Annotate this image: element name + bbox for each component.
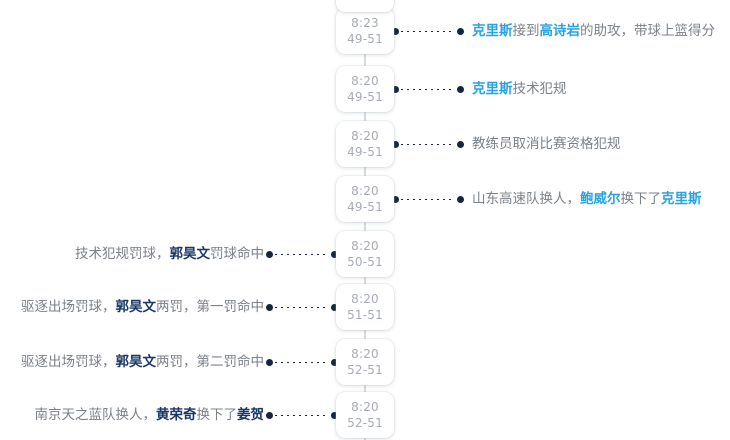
event-text: 两罚，第二罚命中 — [156, 354, 264, 370]
connector-dot-icon — [392, 86, 399, 93]
event-score: 49-51 — [347, 200, 383, 214]
connector-dot-icon — [457, 141, 464, 148]
connector-dot-icon — [457, 196, 464, 203]
event-text: 的助攻，带球上篮得分 — [580, 23, 715, 39]
connector-dotted-line — [401, 31, 455, 32]
event-text: 山东高速队换人， — [472, 191, 580, 207]
connector-dotted-line — [401, 199, 455, 200]
event-score: 52-51 — [347, 416, 383, 430]
event-text: 技术犯规罚球， — [75, 246, 170, 262]
event-score: 49-51 — [347, 145, 383, 159]
event-text: 驱逐出场罚球， — [21, 354, 116, 370]
event-score: 51-51 — [347, 308, 383, 322]
connector-dotted-line — [401, 144, 455, 145]
timeline-badge: 8:20 49-51 — [336, 66, 394, 112]
event-text: 罚球命中 — [210, 246, 264, 262]
event-score: 49-51 — [347, 32, 383, 46]
event-connector — [392, 27, 464, 36]
connector-dot-icon — [392, 141, 399, 148]
event-text: 换下了 — [196, 407, 238, 423]
connector-dot-icon — [457, 28, 464, 35]
timeline-badge: 8:20 52-51 — [336, 392, 394, 438]
player-name-link[interactable]: 克里斯 — [472, 81, 513, 97]
event-connector — [266, 250, 338, 259]
event-description: 驱逐出场罚球，郭昊文两罚，第二罚命中 — [21, 352, 264, 372]
connector-dot-icon — [266, 251, 273, 258]
event-description: 教练员取消比赛资格犯规 — [472, 134, 621, 154]
player-name-link[interactable]: 高诗岩 — [539, 23, 581, 39]
timeline-badge: 8:23 49-51 — [336, 8, 394, 54]
event-text: 换下了 — [620, 191, 662, 207]
connector-dot-icon — [392, 28, 399, 35]
connector-dot-icon — [331, 359, 338, 366]
event-clock: 8:20 — [351, 347, 379, 361]
event-connector — [266, 303, 338, 312]
player-name-link[interactable]: 姜贺 — [237, 407, 264, 423]
player-name-link[interactable]: 黄荣奇 — [156, 407, 197, 423]
timeline-badge: 8:20 50-51 — [336, 231, 394, 277]
player-name-link[interactable]: 郭昊文 — [169, 246, 211, 262]
event-score: 52-51 — [347, 363, 383, 377]
timeline-badge-partial-above — [336, 0, 394, 12]
event-connector — [266, 411, 338, 420]
player-name-link[interactable]: 克里斯 — [661, 191, 702, 207]
connector-dot-icon — [331, 251, 338, 258]
event-description: 南京天之蓝队换人，黄荣奇换下了姜贺 — [35, 405, 265, 425]
event-score: 50-51 — [347, 255, 383, 269]
event-clock: 8:20 — [351, 239, 379, 253]
event-text: 教练员取消比赛资格犯规 — [472, 136, 621, 152]
timeline-badge: 8:20 49-51 — [336, 176, 394, 222]
event-connector — [392, 140, 464, 149]
event-text: 技术犯规 — [512, 81, 567, 97]
connector-dot-icon — [392, 196, 399, 203]
connector-dot-icon — [457, 86, 464, 93]
connector-dotted-line — [401, 89, 455, 90]
timeline-badge: 8:20 51-51 — [336, 284, 394, 330]
connector-dot-icon — [331, 304, 338, 311]
connector-dotted-line — [275, 415, 329, 416]
event-description: 克里斯技术犯规 — [472, 79, 567, 99]
event-clock: 8:20 — [351, 184, 379, 198]
player-name-link[interactable]: 郭昊文 — [115, 354, 157, 370]
event-clock: 8:20 — [351, 292, 379, 306]
event-description: 驱逐出场罚球，郭昊文两罚，第一罚命中 — [21, 297, 264, 317]
connector-dotted-line — [275, 362, 329, 363]
event-description: 克里斯接到高诗岩的助攻，带球上篮得分 — [472, 21, 715, 41]
event-text: 南京天之蓝队换人， — [34, 407, 157, 423]
event-connector — [392, 195, 464, 204]
event-connector — [392, 85, 464, 94]
player-name-link[interactable]: 克里斯 — [472, 23, 513, 39]
event-description: 山东高速队换人，鲍威尔换下了克里斯 — [472, 189, 702, 209]
connector-dotted-line — [275, 307, 329, 308]
event-description: 技术犯规罚球，郭昊文罚球命中 — [75, 244, 264, 264]
connector-dot-icon — [331, 412, 338, 419]
event-score: 49-51 — [347, 90, 383, 104]
player-name-link[interactable]: 鲍威尔 — [580, 191, 621, 207]
connector-dot-icon — [266, 412, 273, 419]
player-name-link[interactable]: 郭昊文 — [115, 299, 157, 315]
event-clock: 8:20 — [351, 400, 379, 414]
timeline-badge: 8:20 49-51 — [336, 121, 394, 167]
connector-dotted-line — [275, 254, 329, 255]
connector-dot-icon — [266, 359, 273, 366]
event-clock: 8:20 — [351, 74, 379, 88]
event-text: 两罚，第一罚命中 — [156, 299, 264, 315]
event-connector — [266, 358, 338, 367]
event-clock: 8:23 — [351, 16, 379, 30]
event-text: 驱逐出场罚球， — [21, 299, 116, 315]
timeline-badge: 8:20 52-51 — [336, 339, 394, 385]
event-clock: 8:20 — [351, 129, 379, 143]
connector-dot-icon — [266, 304, 273, 311]
event-text: 接到 — [512, 23, 540, 39]
